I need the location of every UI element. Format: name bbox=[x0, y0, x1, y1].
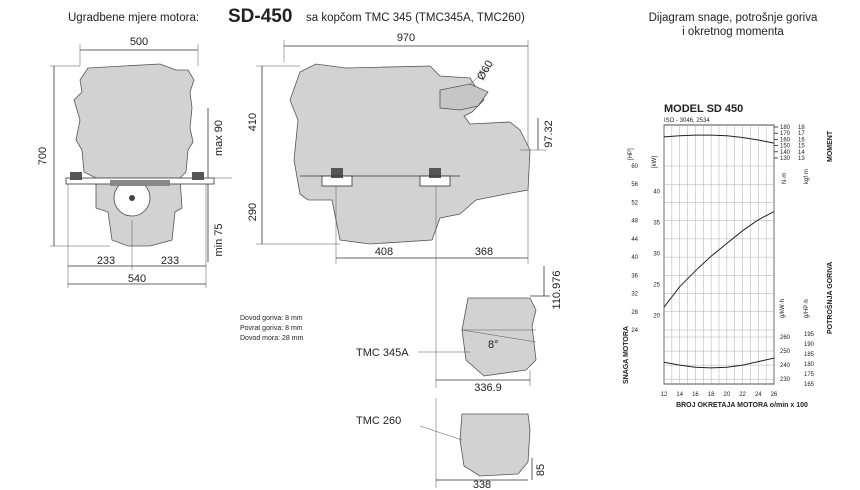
kw-tick-label: 25 bbox=[653, 282, 660, 288]
kw-tick-label: 30 bbox=[653, 251, 660, 257]
side-mount-right: 368 bbox=[475, 246, 493, 258]
front-width-top: 500 bbox=[130, 36, 148, 48]
engine-front-silhouette bbox=[73, 63, 195, 247]
kw-tick-label: 35 bbox=[653, 220, 660, 226]
x-tick-label: 14 bbox=[676, 392, 683, 398]
tmc345a-length: 336.9 bbox=[474, 382, 502, 394]
ghph-tick-label: 165 bbox=[804, 382, 815, 388]
header-model: SD-450 bbox=[228, 6, 292, 27]
consumption-curve bbox=[663, 357, 775, 369]
nm-tick-label: 170 bbox=[780, 131, 791, 137]
side-view-drawing: 970 Ø60 410 290 97.32 408 368 bbox=[247, 32, 555, 264]
kw-tick-label: 40 bbox=[653, 190, 660, 196]
hp-tick-label: 52 bbox=[631, 200, 638, 206]
kgm-tick-label: 16 bbox=[798, 137, 805, 143]
front-half-left: 233 bbox=[97, 255, 115, 267]
kw-tick-label: 20 bbox=[653, 313, 660, 319]
side-lower-height: 290 bbox=[247, 203, 259, 221]
hp-tick-label: 60 bbox=[631, 164, 638, 170]
ghph-tick-label: 175 bbox=[804, 372, 815, 378]
ghph-tick-label: 190 bbox=[804, 342, 815, 348]
nm-tick-label: 160 bbox=[780, 137, 791, 143]
kgm-tick-label: 14 bbox=[798, 150, 805, 156]
x-tick-label: 20 bbox=[724, 392, 731, 398]
kgm-tick-label: 13 bbox=[798, 156, 805, 162]
gkwh-tick-label: 230 bbox=[780, 377, 791, 383]
hp-tick-label: 28 bbox=[631, 310, 638, 316]
chart-subtitle: ISO - 3046, 2534 bbox=[664, 118, 710, 124]
tmc345a-gearbox: 8° 110.976 TMC 345A 336.9 bbox=[356, 264, 563, 394]
gkwh-tick-label: 240 bbox=[780, 363, 791, 369]
engine-side-silhouette bbox=[289, 63, 531, 245]
front-view-drawing: 500 700 max 90 min 75 233 233 540 bbox=[37, 36, 232, 288]
front-height: 700 bbox=[37, 147, 49, 165]
exhaust-diameter: Ø60 bbox=[475, 58, 496, 82]
ghph-tick-label: 185 bbox=[804, 352, 815, 358]
torque-side-label: MOMENT bbox=[827, 130, 834, 162]
chart-xlabel: BROJ OKRETAJA MOTORA o/min x 100 bbox=[676, 402, 808, 409]
x-tick-label: 26 bbox=[771, 392, 778, 398]
chart-heading-line2: i okretnog momenta bbox=[682, 26, 784, 38]
header-prefix: Ugradbene mjere motora: bbox=[68, 12, 199, 24]
hp-tick-label: 48 bbox=[631, 219, 638, 225]
hp-tick-label: 24 bbox=[631, 328, 638, 334]
chart-title: MODEL SD 450 bbox=[664, 103, 743, 115]
fuel-in-note: Dovod goriva: 8 mm bbox=[240, 315, 303, 322]
unit-gkwh: g/kW·h bbox=[780, 299, 786, 318]
hp-tick-label: 36 bbox=[631, 273, 638, 279]
ghph-tick-label: 180 bbox=[804, 362, 815, 368]
unit-kw: [kW] bbox=[652, 156, 658, 168]
unit-ghph: g/HP·h bbox=[804, 299, 810, 318]
side-mount-left: 408 bbox=[375, 246, 393, 258]
kgm-tick-label: 17 bbox=[798, 131, 805, 137]
sea-water-note: Dovod mora: 28 mm bbox=[240, 335, 304, 342]
fuel-return-note: Povrat goriva: 8 mm bbox=[240, 325, 303, 332]
hp-tick-label: 56 bbox=[631, 182, 638, 188]
power-side-label: SNAGA MOTORA bbox=[623, 326, 630, 384]
hp-tick-label: 44 bbox=[631, 237, 638, 243]
nm-tick-label: 140 bbox=[780, 150, 791, 156]
unit-kgm: kgf·m bbox=[804, 169, 810, 184]
chart-heading-line1: Dijagram snage, potrošnje goriva bbox=[649, 12, 818, 24]
nm-tick-label: 180 bbox=[780, 125, 791, 131]
unit-nm: N·m bbox=[782, 173, 788, 184]
nm-tick-label: 150 bbox=[780, 144, 791, 150]
x-tick-label: 16 bbox=[692, 392, 699, 398]
performance-chart: MODEL SD 450 ISO - 3046, 2534 [HP] [kW] … bbox=[623, 103, 834, 409]
front-half-right: 233 bbox=[161, 255, 179, 267]
power-curve bbox=[663, 211, 775, 308]
kgm-tick-label: 18 bbox=[798, 125, 805, 131]
side-shaft-offset: 97.32 bbox=[543, 120, 555, 148]
torque-curve bbox=[663, 134, 775, 144]
tmc260-length: 338 bbox=[473, 479, 491, 490]
tmc345a-label: TMC 345A bbox=[356, 347, 409, 359]
tmc260-gearbox: TMC 260 338 85 bbox=[356, 398, 547, 490]
header-suffix: sa kopčom TMC 345 (TMC345A, TMC260) bbox=[306, 12, 525, 24]
x-tick-label: 18 bbox=[708, 392, 715, 398]
front-width-bottom: 540 bbox=[128, 273, 146, 285]
hp-tick-label: 40 bbox=[631, 255, 638, 261]
ghph-tick-label: 195 bbox=[804, 332, 815, 338]
tmc345a-height: 110.976 bbox=[551, 271, 563, 310]
x-tick-label: 12 bbox=[661, 392, 668, 398]
front-min: min 75 bbox=[213, 223, 225, 256]
tmc260-label: TMC 260 bbox=[356, 415, 401, 427]
tmc345a-angle: 8° bbox=[488, 339, 499, 351]
kgm-tick-label: 15 bbox=[798, 144, 805, 150]
x-tick-label: 22 bbox=[739, 392, 746, 398]
hp-tick-label: 32 bbox=[631, 292, 638, 298]
gkwh-tick-label: 250 bbox=[780, 349, 791, 355]
tmc260-height: 85 bbox=[535, 464, 547, 476]
side-upper-height: 410 bbox=[247, 113, 259, 131]
unit-hp: [HP] bbox=[628, 148, 634, 160]
consumption-side-label: POTROŠNJA GORIVA bbox=[825, 262, 834, 334]
front-max: max 90 bbox=[213, 120, 225, 156]
gkwh-tick-label: 260 bbox=[780, 335, 791, 341]
nm-tick-label: 130 bbox=[780, 156, 791, 162]
side-length: 970 bbox=[397, 32, 415, 44]
x-tick-label: 24 bbox=[755, 392, 762, 398]
